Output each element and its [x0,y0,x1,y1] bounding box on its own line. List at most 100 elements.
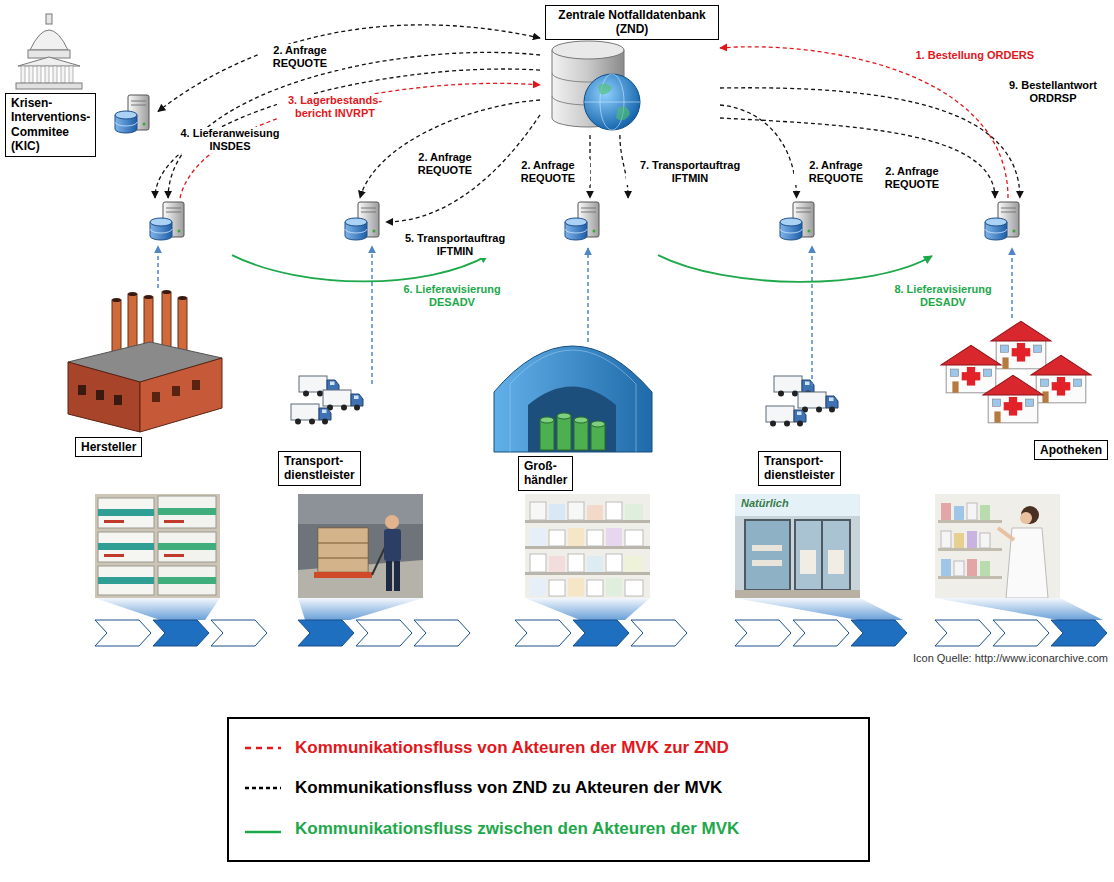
update-arrows-part [157,246,159,288]
pharmacist-photo-part [941,531,951,548]
node-text: Krisen- Interventions- Commitee (KIC) [11,96,90,154]
process-funnels-part [298,598,423,620]
node-text: Transport- dienstleister [284,454,355,483]
medicine-boxes-photo-part [98,566,154,595]
pharmacist-photo-part [938,576,1002,579]
legend-line-sample-part [245,787,281,790]
capitol-icon-part [45,66,49,83]
update-arrows-part [1011,248,1013,318]
wholesale-shelves-photo-part [549,530,565,546]
node-text: Transport- dienstleister [764,454,835,483]
pharmacist-photo-part [980,533,990,548]
legend-row: Kommunikationsfluss zwischen den Akteure… [243,817,739,841]
process-chevrons-part [935,620,991,646]
capitol-icon-part [18,57,80,66]
truck-icons-part [766,406,806,427]
message-flow [720,118,995,198]
update-arrows [158,246,1012,386]
warehouse-worker-photo-part [318,543,368,544]
actor-node: Hersteller [62,198,232,460]
warehouse-worker-photo-part [372,545,386,575]
wholesale-shelves-photo-part [568,528,584,546]
warehouse-worker-photo-part [384,529,401,561]
warehouse-icon-part [494,346,652,452]
message-label: 9. Bestellantwort ORDRSP [996,79,1110,105]
label-box: Hersteller [75,437,142,457]
truck-icons-part [798,392,838,413]
message-label: 1. Bestellung ORDERS [914,49,1037,62]
pharmacy-store-photo-part [752,545,782,551]
actor-node: Transport- dienstleister [276,198,386,490]
wholesale-shelves-photo-part [606,578,622,596]
process-chevrons-part [735,620,791,646]
factory-icon-part [96,390,104,400]
actor-node: Transport- dienstleister [756,198,841,490]
capitol-icon-part [46,14,52,24]
medicine-boxes-photo-part [104,520,124,523]
capitol-icon [16,14,82,89]
capitol-icon-part [61,66,65,83]
process-chevrons-part [515,620,571,646]
label-box: Krisen- Interventions- Commitee (KIC) [5,93,96,157]
label-box: Transport- dienstleister [278,451,361,486]
photo-sign-text: Natürlich [741,497,789,509]
pharmacist-photo-part [954,506,964,520]
factory-icon-part [192,380,200,390]
legend-text: Kommunikationsfluss von Akteuren der MVK… [295,738,729,758]
process-chevrons-part [993,620,1049,646]
pharmacy-store-photo-part [795,520,850,590]
message-label: 2. Anfrage REQUOTE [506,159,590,185]
factory-icon-part [162,290,171,294]
warehouse-worker-photo [298,494,423,598]
warehouse-icon-part [557,416,571,450]
message-label: 3. Lagerbestands- bericht INVRPT [277,94,393,120]
update-arrows-part [811,246,813,386]
message-flow [155,69,540,198]
label-box: Transport- dienstleister [758,451,841,486]
medicine-boxes-photo-part [98,532,154,562]
process-chevrons-part [298,620,354,646]
warehouse-icon-part [591,421,605,427]
source-note: Icon Quelle: http://www.iconarchive.com [913,652,1108,664]
server-icons [115,95,1019,240]
medicine-boxes-photo-part [158,566,216,595]
pharmacist-photo-part [998,528,1014,540]
wholesale-shelves-photo-part [587,580,603,596]
warehouse-worker-photo-part [314,572,372,578]
pharmacist-photo-part [967,559,977,576]
medicine-boxes-photo-part [158,543,216,550]
process-chevrons-part [1051,620,1107,646]
capitol-icon-part [16,83,82,89]
wholesale-shelves-photo-part [568,578,584,596]
actor-node: Krisen- Interventions- Commitee (KIC) [3,20,158,157]
pharmacy-icons-part [941,345,1001,393]
wholesale-shelves-photo-part [525,494,650,598]
medicine-boxes-photo-part [158,577,216,584]
server-icons-part [150,202,184,240]
process-funnels-part [935,598,1103,620]
capitol-icon-part [37,66,41,83]
pharmacy-store-photo-part [735,494,860,516]
pharmacy-store-photo-part [828,550,844,574]
message-label: 2. Anfrage REQUOTE [870,165,954,191]
wholesale-shelves-photo-part [606,528,622,546]
legend-line-sample [243,742,283,754]
medicine-boxes-photo-part [95,494,220,598]
pharmacist-photo-part [967,503,977,520]
process-chevrons-part [95,620,151,646]
message-flow [720,47,1008,198]
factory-icon-part [140,358,222,432]
update-arrows-part [371,246,373,384]
wholesale-shelves-photo-part [625,530,643,546]
warehouse-worker-photo-part [298,494,423,598]
pharmacy-store-photo-part [735,494,860,598]
warehouse-icon-part [591,424,605,450]
wholesale-shelves-photo-part [549,580,565,596]
label-box: Apotheken [1034,440,1108,460]
wholesale-shelves-photo-part [549,504,565,520]
medicine-boxes-photo-part [158,496,216,528]
message-label: 5. Transportauftrag IFTMIN [388,232,522,258]
pharmacy-store-photo-part [821,520,823,590]
